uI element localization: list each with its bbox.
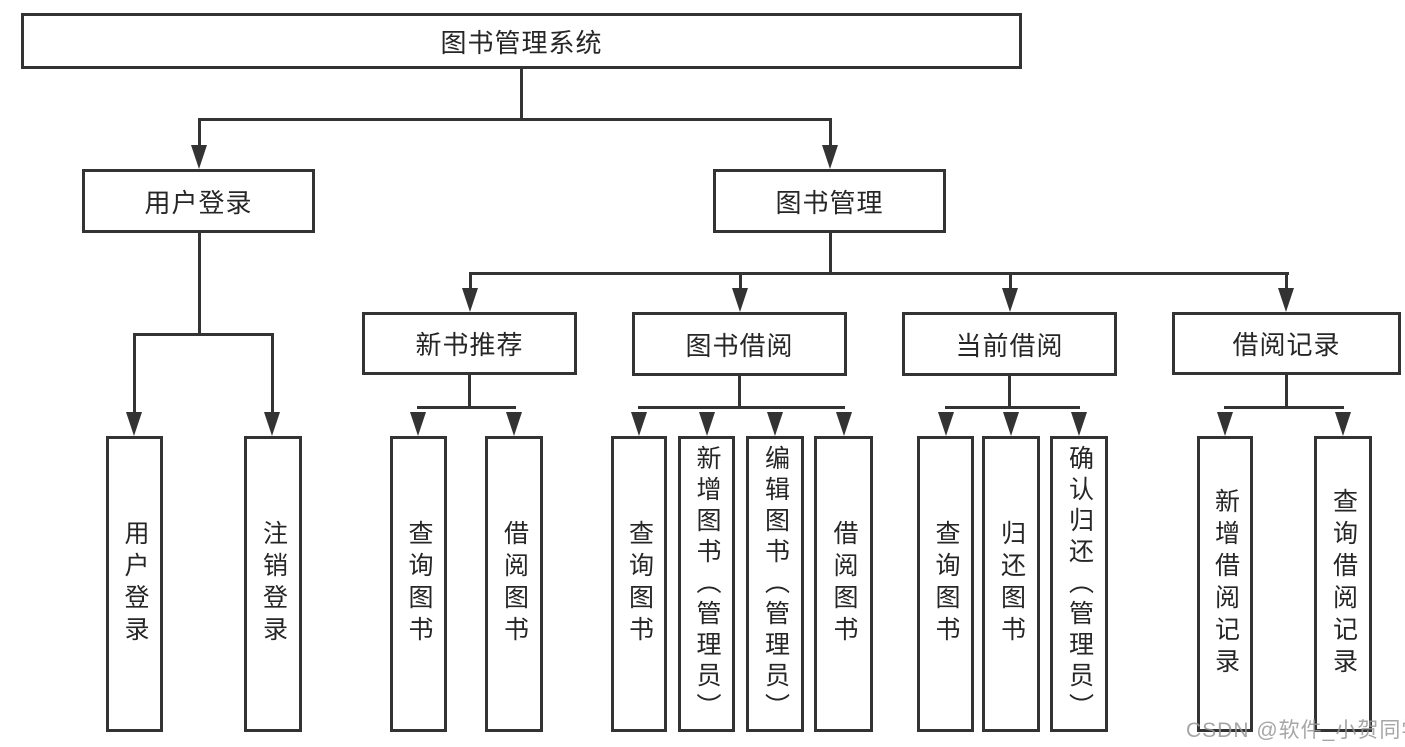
leaf-bb-add-books-admin: 新增图书（管理员） bbox=[678, 436, 735, 732]
arrowhead-cb-confirm bbox=[1071, 412, 1087, 436]
connector-root-split bbox=[198, 118, 832, 121]
arrowhead-cb-query bbox=[938, 412, 954, 436]
leaf-nb-query-books-label: 查询图书 bbox=[405, 520, 433, 648]
node-current-borrowing: 当前借阅 bbox=[902, 312, 1117, 376]
leaf-cb-query-books-label: 查询图书 bbox=[932, 520, 960, 648]
leaf-cb-return-books: 归还图书 bbox=[982, 436, 1040, 732]
node-book-borrowing-label: 图书借阅 bbox=[685, 330, 794, 361]
arrowhead-cb-return bbox=[1003, 412, 1019, 436]
leaf-br-add-record-label: 新增借阅记录 bbox=[1211, 488, 1240, 680]
csdn-watermark: CSDN @软件_小贺同学 bbox=[1186, 719, 1405, 742]
node-user-login: 用户登录 bbox=[82, 169, 315, 233]
leaf-cb-confirm-return-admin: 确认归还（管理员） bbox=[1050, 436, 1108, 732]
node-root: 图书管理系统 bbox=[21, 13, 1022, 69]
connector-arrow-stem bbox=[739, 272, 742, 294]
leaf-bb-edit-books-admin-label: 编辑图书（管理员） bbox=[761, 444, 790, 724]
connector-arrow-stem bbox=[133, 333, 136, 415]
node-book-borrowing: 图书借阅 bbox=[632, 312, 847, 376]
leaf-user-login: 用户登录 bbox=[106, 436, 163, 732]
connector-arrow-stem bbox=[198, 118, 201, 148]
leaf-user-login-label: 用户登录 bbox=[121, 520, 149, 648]
leaf-cb-return-books-label: 归还图书 bbox=[997, 520, 1026, 648]
connector-cb-split bbox=[945, 406, 1080, 409]
arrowhead-bb-add bbox=[699, 412, 715, 436]
arrowhead-leaf-logout bbox=[264, 412, 280, 436]
leaf-bb-query-books-label: 查询图书 bbox=[625, 520, 654, 648]
connector-arrow-stem bbox=[1285, 272, 1288, 294]
leaf-bb-borrow-books-label: 借阅图书 bbox=[830, 520, 858, 648]
connector-userlogin-stem bbox=[198, 233, 201, 336]
node-book-management-label: 图书管理 bbox=[775, 187, 884, 218]
leaf-bb-borrow-books: 借阅图书 bbox=[814, 436, 873, 732]
node-borrow-records-label: 借阅记录 bbox=[1232, 330, 1341, 360]
connector-arrow-stem bbox=[271, 333, 274, 415]
connector-root-stem bbox=[520, 69, 523, 121]
leaf-nb-borrow-books: 借阅图书 bbox=[485, 436, 543, 732]
leaf-bb-query-books: 查询图书 bbox=[611, 436, 667, 732]
arrowhead-book-management bbox=[822, 145, 838, 169]
connector-br-split bbox=[1224, 406, 1344, 409]
node-new-book-recommendation: 新书推荐 bbox=[362, 312, 577, 375]
arrowhead-new-book-recommendation bbox=[462, 288, 478, 312]
node-current-borrowing-label: 当前借阅 bbox=[955, 330, 1064, 361]
connector-bookmgmt-split bbox=[469, 272, 1289, 275]
connector-nb-stem bbox=[468, 375, 471, 409]
leaf-cb-query-books: 查询图书 bbox=[917, 436, 974, 732]
connector-arrow-stem bbox=[469, 272, 472, 294]
node-user-login-label: 用户登录 bbox=[144, 187, 253, 218]
connector-nb-split bbox=[417, 406, 516, 409]
connector-bookmgmt-stem bbox=[829, 233, 832, 275]
arrowhead-nb-query bbox=[410, 412, 426, 436]
leaf-br-add-record: 新增借阅记录 bbox=[1197, 436, 1253, 732]
arrowhead-borrow-records bbox=[1278, 288, 1294, 312]
connector-cb-stem bbox=[1008, 376, 1011, 409]
arrowhead-nb-borrow bbox=[506, 412, 522, 436]
arrowhead-br-query bbox=[1335, 412, 1351, 436]
arrowhead-current-borrowing bbox=[1002, 288, 1018, 312]
arrowhead-bb-borrow bbox=[836, 412, 852, 436]
leaf-logout-label: 注销登录 bbox=[259, 520, 288, 648]
leaf-nb-query-books: 查询图书 bbox=[390, 436, 447, 732]
arrowhead-user-login bbox=[191, 145, 207, 169]
leaf-cb-confirm-return-admin-label: 确认归还（管理员） bbox=[1065, 444, 1094, 724]
leaf-logout: 注销登录 bbox=[244, 436, 302, 732]
leaf-nb-borrow-books-label: 借阅图书 bbox=[500, 520, 529, 648]
connector-bb-split bbox=[638, 406, 845, 409]
arrowhead-bb-query bbox=[631, 412, 647, 436]
arrowhead-bb-edit bbox=[767, 412, 783, 436]
connector-userlogin-split bbox=[133, 333, 274, 336]
leaf-br-query-record: 查询借阅记录 bbox=[1314, 436, 1372, 732]
node-borrow-records: 借阅记录 bbox=[1172, 312, 1401, 375]
leaf-bb-edit-books-admin: 编辑图书（管理员） bbox=[746, 436, 804, 732]
arrowhead-book-borrowing bbox=[732, 288, 748, 312]
arrowhead-br-add bbox=[1217, 412, 1233, 436]
leaf-br-query-record-label: 查询借阅记录 bbox=[1329, 488, 1358, 680]
node-book-management: 图书管理 bbox=[713, 169, 946, 233]
leaf-bb-add-books-admin-label: 新增图书（管理员） bbox=[693, 444, 721, 724]
connector-bb-stem bbox=[738, 376, 741, 409]
node-new-book-recommendation-label: 新书推荐 bbox=[415, 330, 524, 360]
node-root-label: 图书管理系统 bbox=[440, 27, 603, 58]
arrowhead-leaf-login bbox=[126, 412, 142, 436]
connector-arrow-stem bbox=[829, 118, 832, 148]
connector-arrow-stem bbox=[1009, 272, 1012, 294]
connector-br-stem bbox=[1285, 375, 1288, 409]
